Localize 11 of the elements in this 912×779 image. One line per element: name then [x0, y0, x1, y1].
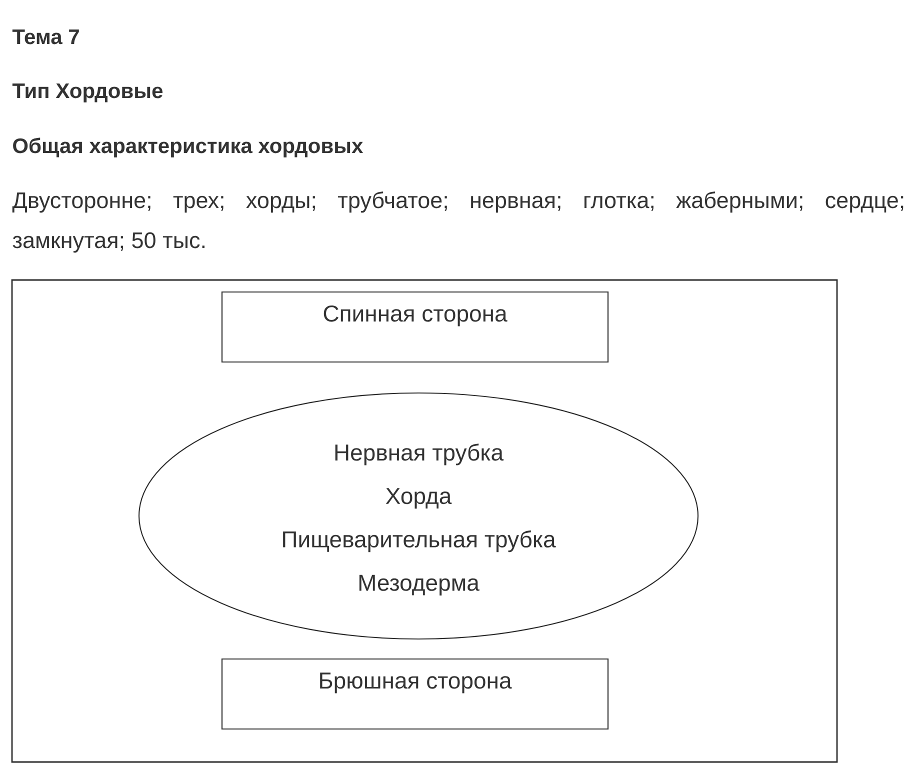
label: Мезодерма [359, 574, 480, 596]
text-box: Спинная сторона [221, 291, 609, 363]
heading: Тема 7 [12, 30, 79, 44]
paragraph: Двусторонне; трех; хорды; трубчатое; нервная; глотка; жаберными; сердце; замкнутая; 50 тыс. [12, 192, 904, 253]
heading: Тип Хордовые [12, 84, 163, 102]
label: Пищеварительная трубка [283, 530, 556, 552]
heading: Общая характеристика хордовых [13, 138, 364, 158]
text-box: Брюшная сторона [221, 658, 609, 730]
label: Хорда [386, 488, 452, 509]
frame [11, 279, 838, 763]
label: Нервная трубка [335, 444, 504, 466]
